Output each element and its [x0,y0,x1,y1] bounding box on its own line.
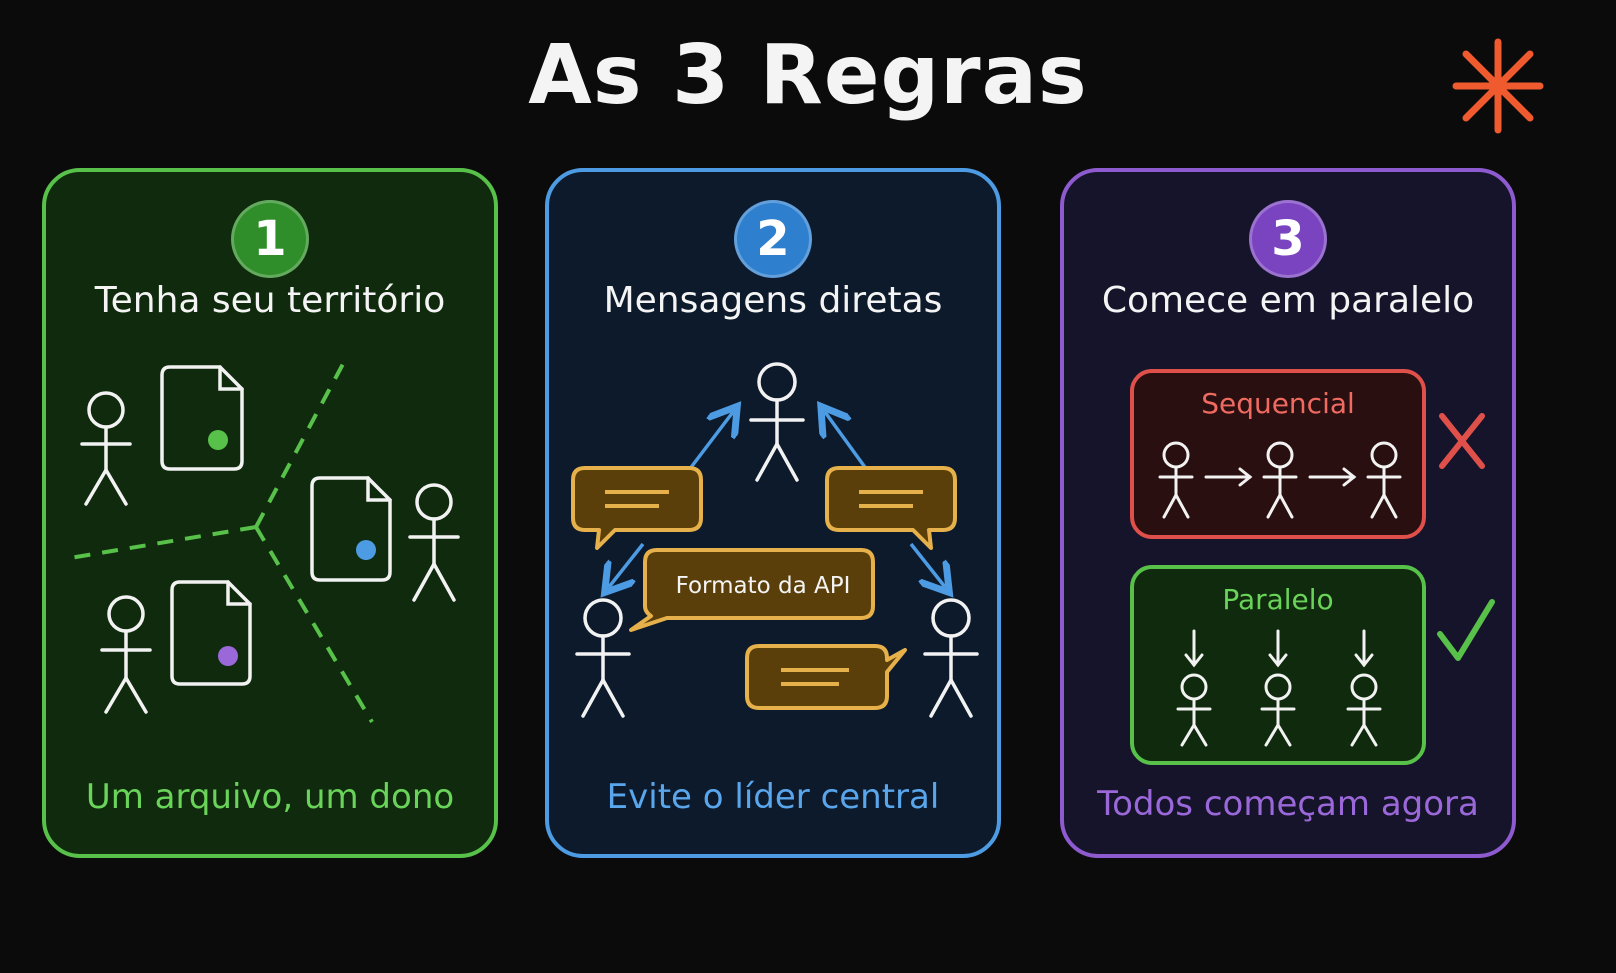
rule-footer: Todos começam agora [1097,784,1479,824]
asterisk-icon [1452,38,1544,134]
person-icon [1176,673,1212,747]
rule-card-3: 3 Comece em paralelo Sequencial Paralelo [1060,168,1516,858]
rule-footer: Evite o líder central [606,777,940,817]
sequential-box: Sequencial [1130,369,1426,539]
rule-footer: Um arquivo, um dono [85,777,455,817]
person-icon [1158,441,1194,519]
file-icon [310,476,392,582]
person-icon [923,598,979,718]
chat-bubble-icon [745,644,907,710]
person-icon [1346,673,1382,747]
arrow-right-icon [1308,467,1357,487]
person-icon [408,483,460,602]
rule-heading: Mensagens diretas [603,280,943,321]
direct-messages-diagram: Formato da API [571,362,979,718]
rule-card-1: 1 Tenha seu território [42,168,498,858]
file-icon [170,580,252,686]
parallel-label: Paralelo [1222,583,1334,616]
person-icon [100,595,152,714]
chat-bubble-icon [825,466,957,550]
parallel-box: Paralelo [1130,565,1426,765]
territory-diagram [69,361,460,724]
person-icon [575,598,631,718]
person-icon [80,391,132,506]
rule-heading: Tenha seu território [94,280,446,321]
sequential-diagram [1158,441,1402,519]
arrow-right-icon [1204,467,1253,487]
parallel-diagram [1176,629,1382,747]
person-icon [1260,673,1296,747]
cross-icon [1439,413,1485,469]
person-icon [1366,441,1402,519]
arrow-down-icon [1268,629,1288,668]
check-icon [1437,599,1495,661]
person-icon [1262,441,1298,519]
rule-number-badge: 1 [231,200,309,278]
rule-number-badge: 3 [1249,200,1327,278]
rule-card-2: 2 Mensagens diretas [545,168,1001,858]
rule-heading: Comece em paralelo [1101,280,1475,321]
chat-bubble-icon [629,548,875,632]
rule-number-badge: 2 [734,200,812,278]
sequential-label: Sequencial [1201,387,1355,420]
page-title: As 3 Regras [528,28,1088,123]
file-icon [160,365,244,471]
api-format-bubble-label: Formato da API [676,573,851,599]
arrow-down-icon [1184,629,1204,668]
person-icon [749,362,805,482]
chat-bubble-icon [571,466,703,550]
arrow-down-icon [1354,629,1374,668]
